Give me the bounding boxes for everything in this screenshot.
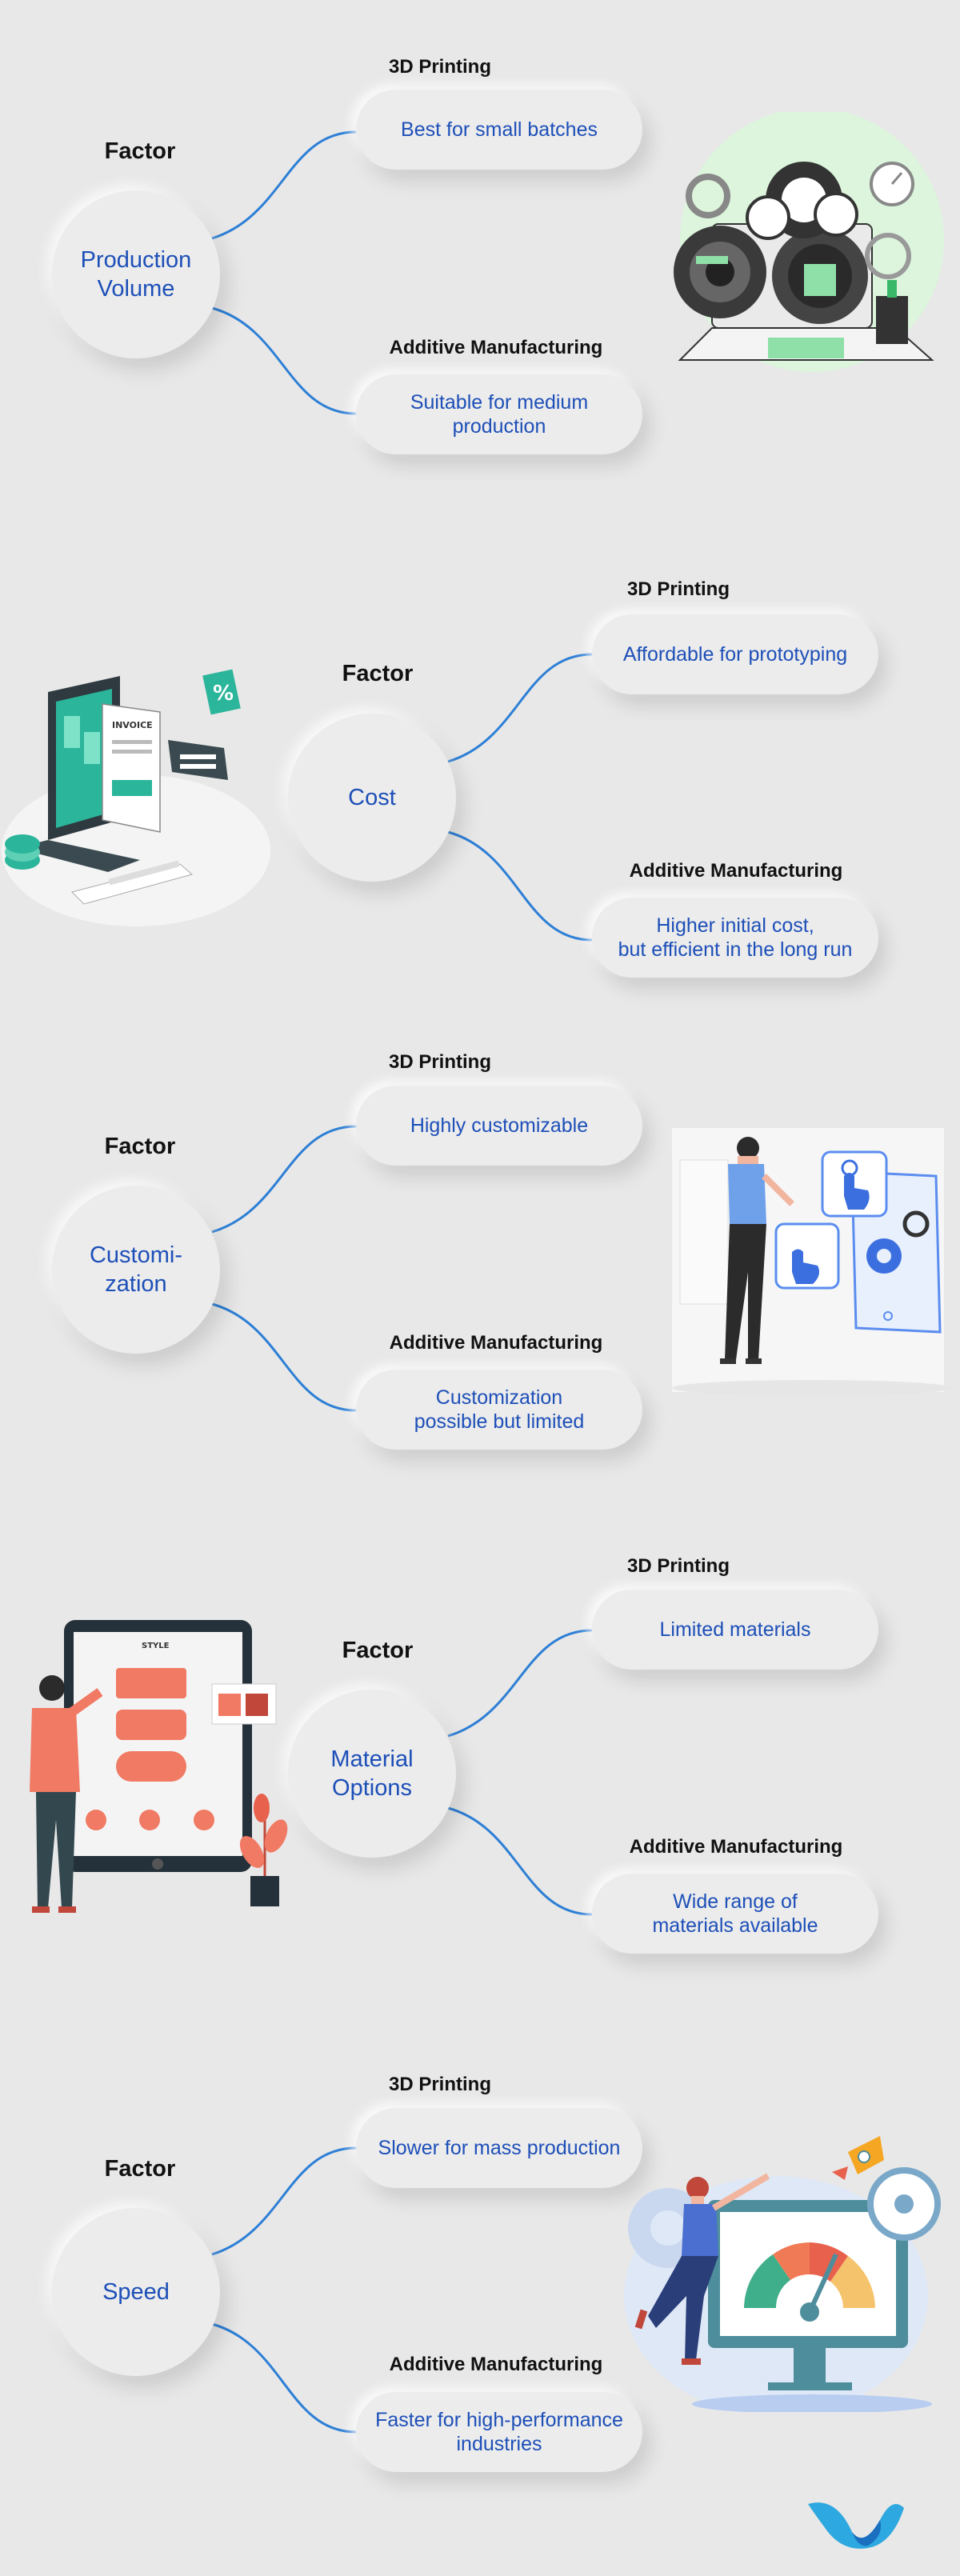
factor-section-customization: Factor Customi- zation 3D Printing Highl… [0, 1008, 960, 1512]
option-3d-printing-title: 3D Printing [626, 1555, 730, 1577]
option-3d-printing-text: Slower for mass production [378, 2137, 621, 2159]
factor-circle: Material Options [288, 1690, 456, 1858]
factor-section-production-volume: Factor Production Volume 3D Printing Bes… [0, 0, 960, 504]
option-3d-printing-title: 3D Printing [626, 578, 730, 600]
factor-label: Factor [104, 1134, 176, 1159]
option-3d-printing-text: Affordable for prototyping [622, 643, 848, 666]
option-additive-title: Additive Manufacturing [389, 2354, 603, 2375]
factor-label: Factor [342, 661, 414, 686]
option-additive-pill: Customization possible but limited [356, 1370, 642, 1450]
factor-circle: Speed [52, 2208, 220, 2376]
option-additive-text: Customization possible but limited [414, 1386, 585, 1433]
style-label: STYLE [142, 1642, 170, 1650]
factor-label: Factor [104, 138, 176, 164]
option-additive-title: Additive Manufacturing [389, 1332, 603, 1354]
option-additive-text: Suitable for medium production [410, 391, 589, 438]
factor-section-cost: Factor Cost 3D Printing Affordable for p… [0, 504, 960, 1008]
connector-lines [211, 1125, 357, 1412]
option-additive-pill: Suitable for medium production [356, 374, 642, 454]
factor-name: Customi- zation [89, 1242, 182, 1297]
option-additive-pill: Higher initial cost, but efficient in th… [592, 898, 878, 978]
option-3d-printing-title: 3D Printing [388, 2074, 491, 2095]
connector-lines [211, 130, 357, 415]
factor-label: Factor [342, 1638, 414, 1663]
factor-circle: Cost [288, 714, 456, 882]
person-touch-screen-illustration [672, 1128, 952, 1396]
option-3d-printing-title: 3D Printing [388, 56, 491, 78]
option-3d-printing-title: 3D Printing [388, 1051, 491, 1073]
factor-circle: Production Volume [52, 190, 220, 358]
invoice-label: INVOICE [112, 720, 153, 730]
option-3d-printing-pill: Best for small batches [356, 90, 642, 170]
percent-label: % [213, 682, 234, 706]
laptop-invoice-illustration: INVOICE % [2, 669, 270, 926]
factor-circle: Customi- zation [52, 1186, 220, 1354]
factor-label: Factor [104, 2156, 176, 2182]
option-additive-title: Additive Manufacturing [389, 337, 603, 358]
option-additive-text: Faster for high-performance industries [375, 2409, 623, 2455]
factor-section-material-options: Factor Material Options 3D Printing Limi… [0, 1512, 960, 2016]
option-3d-printing-pill: Affordable for prototyping [592, 614, 878, 694]
phone-style-picker-illustration: STYLE [30, 1620, 288, 1913]
option-additive-title: Additive Manufacturing [629, 860, 843, 882]
factor-name: Production Volume [80, 247, 192, 302]
factor-name: Speed [102, 2279, 170, 2305]
factor-name: Material Options [330, 1746, 414, 1801]
connector-lines [447, 1629, 593, 1916]
option-additive-pill: Faster for high-performance industries [356, 2392, 642, 2472]
option-3d-printing-pill: Limited materials [592, 1590, 878, 1670]
option-additive-text: Wide range of materials available [652, 1890, 818, 1937]
connector-lines [211, 2146, 357, 2434]
factor-section-speed: Factor Speed 3D Printing Slower for mass… [0, 2016, 960, 2576]
option-3d-printing-pill: Slower for mass production [356, 2108, 642, 2188]
gears-machine-illustration [674, 112, 944, 372]
factor-name: Cost [348, 785, 396, 810]
option-3d-printing-text: Highly customizable [410, 1114, 589, 1137]
option-additive-title: Additive Manufacturing [629, 1836, 843, 1858]
option-3d-printing-text: Best for small batches [401, 118, 598, 141]
option-additive-text: Higher initial cost, but efficient in th… [618, 914, 853, 961]
option-additive-pill: Wide range of materials available [592, 1874, 878, 1954]
option-3d-printing-pill: Highly customizable [356, 1086, 642, 1166]
speedometer-rocket-illustration [624, 2136, 941, 2412]
option-3d-printing-text: Limited materials [659, 1618, 811, 1641]
connector-lines [447, 653, 593, 942]
brand-logo-icon [808, 2502, 904, 2549]
